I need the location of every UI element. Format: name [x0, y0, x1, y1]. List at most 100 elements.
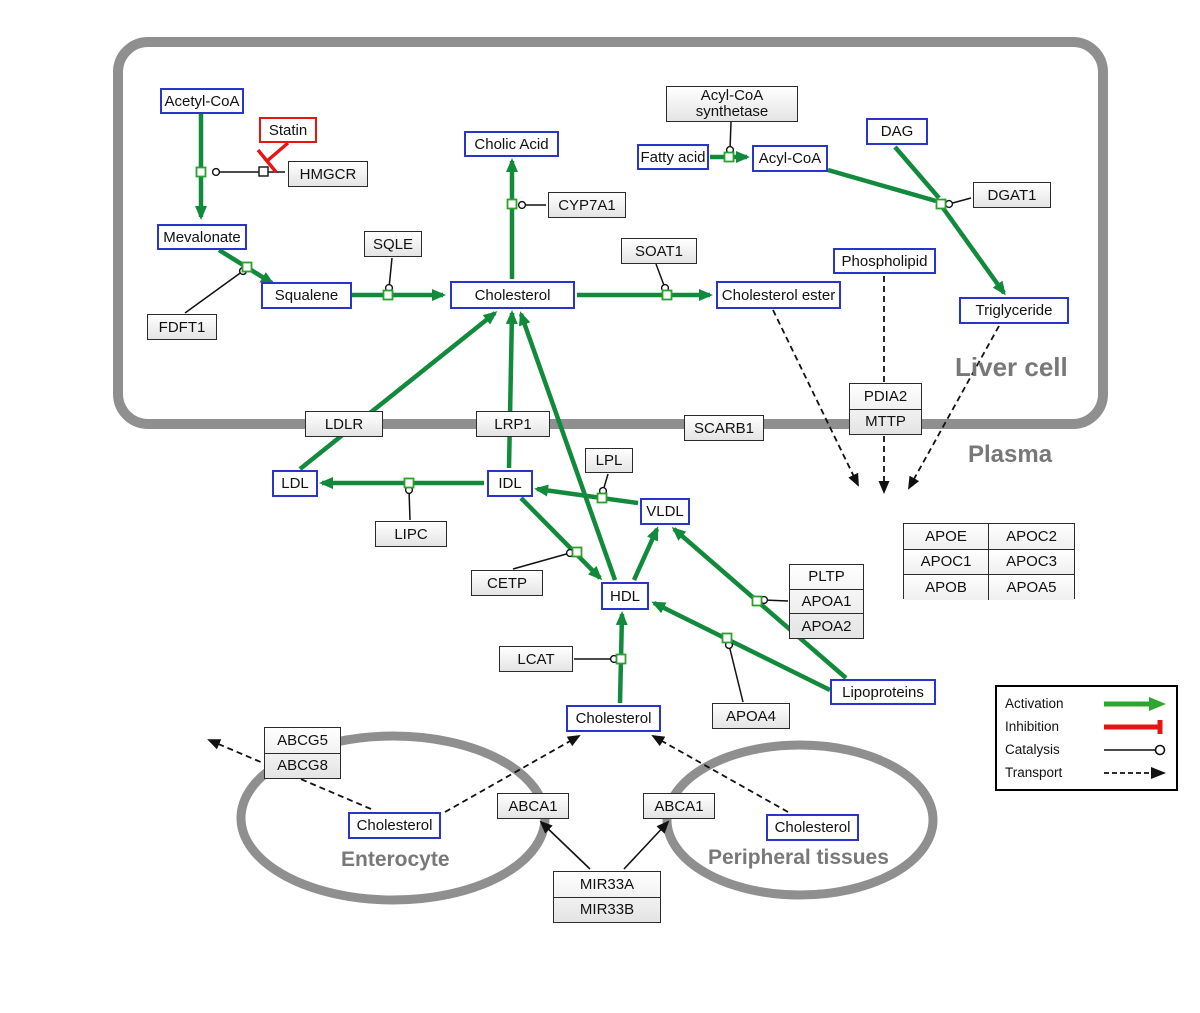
- liver-cell-membrane: [113, 37, 1108, 429]
- catalysis-pltp-apoa: [759, 595, 789, 605]
- node-abcg5-abcg8[interactable]: ABCG5 ABCG8: [264, 727, 341, 779]
- node-pdia2[interactable]: PDIA2: [863, 387, 908, 405]
- node-cyp7a1[interactable]: CYP7A1: [548, 192, 626, 218]
- node-apoc1[interactable]: APOC1: [904, 549, 989, 576]
- node-squalene[interactable]: Squalene: [261, 282, 352, 309]
- node-acetyl-coa[interactable]: Acetyl-CoA: [160, 88, 244, 114]
- catalysis-apoa4: [724, 640, 744, 703]
- node-cholesterol-liver[interactable]: Cholesterol: [450, 281, 575, 309]
- node-abca1-enterocyte[interactable]: ABCA1: [497, 793, 569, 819]
- transport-peripheral-cholesterol-plasma: [651, 735, 789, 813]
- legend-transport-label: Transport: [1005, 765, 1063, 780]
- node-soat1[interactable]: SOAT1: [621, 238, 697, 264]
- node-apoc2[interactable]: APOC2: [989, 524, 1074, 550]
- plasma-label: Plasma: [968, 441, 1053, 468]
- node-hdl[interactable]: HDL: [601, 582, 649, 610]
- node-fdft1[interactable]: FDFT1: [147, 314, 217, 340]
- transport-enterocyte-cholesterol-plasma: [444, 735, 581, 813]
- node-pltp[interactable]: PLTP: [808, 568, 845, 586]
- node-triglyceride[interactable]: Triglyceride: [959, 297, 1069, 324]
- node-lcat[interactable]: LCAT: [499, 646, 573, 672]
- node-acyl-coa-synthetase[interactable]: Acyl-CoA synthetase: [666, 86, 798, 122]
- node-acyl-coa[interactable]: Acyl-CoA: [752, 145, 828, 172]
- legend-row-inhibition: Inhibition: [1005, 715, 1168, 738]
- node-mir33a[interactable]: MIR33A: [579, 875, 635, 893]
- node-scarb1[interactable]: SCARB1: [684, 415, 764, 441]
- statin-inhibition-line: [265, 141, 290, 163]
- node-cholesterol-ester[interactable]: Cholesterol ester: [716, 281, 841, 309]
- node-cholesterol-enterocyte[interactable]: Cholesterol: [348, 812, 441, 839]
- node-phospholipid[interactable]: Phospholipid: [833, 248, 936, 274]
- node-apoc3[interactable]: APOC3: [989, 549, 1074, 576]
- node-cholic-acid[interactable]: Cholic Acid: [464, 131, 559, 157]
- edge-acylcoa-dgat1node: [827, 167, 937, 204]
- node-lpl[interactable]: LPL: [585, 448, 633, 473]
- catalysis-edges: [184, 121, 972, 703]
- node-apoa4[interactable]: APOA4: [712, 703, 790, 729]
- legend-inhibition-label: Inhibition: [1005, 719, 1060, 734]
- node-abcg8[interactable]: ABCG8: [265, 752, 340, 779]
- edge-dag-dgat1node: [893, 145, 941, 200]
- activation-arrow-icon: [1104, 696, 1166, 711]
- edge-idl-hdl-cetp: [519, 496, 603, 581]
- legend: Activation Inhibition Catalysis Transpor…: [995, 685, 1178, 791]
- node-sqle[interactable]: SQLE: [364, 231, 422, 257]
- edge-ldl-cholesterol-ldlr: [298, 311, 498, 471]
- node-lipoproteins[interactable]: Lipoproteins: [830, 679, 936, 705]
- node-hmgcr[interactable]: HMGCR: [288, 161, 368, 187]
- acyl-coa-synthetase-line2: synthetase: [695, 103, 769, 120]
- catalysis-fdft1: [184, 266, 248, 314]
- node-apoa5[interactable]: APOA5: [989, 575, 1074, 600]
- catalysis-dgat1: [944, 197, 972, 209]
- inhibition-tbar-icon: [1104, 719, 1163, 734]
- node-abca1-peripheral[interactable]: ABCA1: [643, 793, 715, 819]
- node-idl[interactable]: IDL: [487, 470, 533, 497]
- edge-lipoproteins-hdl: [651, 600, 831, 693]
- liver-cell-label: Liver cell: [955, 352, 1068, 382]
- node-dag[interactable]: DAG: [866, 118, 928, 145]
- node-apob[interactable]: APOB: [904, 575, 989, 600]
- transport-cholesterolester-plasma: [772, 309, 859, 487]
- transport-triglyceride-plasma: [908, 325, 1000, 490]
- node-pltp-apoa1-apoa2[interactable]: PLTP APOA1 APOA2: [789, 564, 864, 639]
- edge-hdl-cholesterol: [518, 311, 618, 581]
- node-apoe[interactable]: APOE: [904, 524, 989, 550]
- node-mttp[interactable]: MTTP: [850, 408, 921, 435]
- node-cholesterol-peripheral[interactable]: Cholesterol: [766, 814, 859, 841]
- legend-row-catalysis: Catalysis: [1005, 738, 1168, 761]
- node-apoa2[interactable]: APOA2: [790, 613, 863, 638]
- legend-activation-label: Activation: [1005, 696, 1064, 711]
- legend-row-activation: Activation: [1005, 692, 1168, 715]
- enterocyte-label: Enterocyte: [341, 848, 450, 871]
- catalysis-lipc: [404, 485, 414, 521]
- apolipoprotein-table: APOE APOC2 APOC1 APOC3 APOB APOA5: [903, 523, 1075, 600]
- node-statin[interactable]: Statin: [259, 117, 317, 143]
- catalysis-cetp: [512, 548, 575, 570]
- node-dgat1[interactable]: DGAT1: [973, 182, 1051, 208]
- transport-dashed-arrow-icon: [1104, 766, 1166, 779]
- node-ldlr[interactable]: LDLR: [305, 411, 383, 437]
- node-cetp[interactable]: CETP: [471, 570, 543, 596]
- activation-edges: [195, 114, 1006, 704]
- statin-inhibition-bar: [256, 148, 278, 174]
- node-vldl[interactable]: VLDL: [640, 498, 690, 525]
- node-lipc[interactable]: LIPC: [375, 521, 447, 547]
- node-lrp1[interactable]: LRP1: [476, 411, 550, 437]
- legend-row-transport: Transport: [1005, 761, 1168, 784]
- node-ldl[interactable]: LDL: [272, 470, 318, 497]
- catalysis-acylcoa-synthetase: [725, 121, 735, 155]
- node-abcg5[interactable]: ABCG5: [277, 731, 328, 749]
- node-pdia2-mttp[interactable]: PDIA2 MTTP: [849, 383, 922, 435]
- peripheral-tissues-label: Peripheral tissues: [708, 846, 889, 869]
- node-mir33a-mir33b[interactable]: MIR33A MIR33B: [553, 871, 661, 923]
- node-mir33b[interactable]: MIR33B: [554, 896, 660, 923]
- catalysis-circle-icon: [1104, 744, 1166, 755]
- node-cholesterol-plasma[interactable]: Cholesterol: [566, 705, 661, 732]
- node-fatty-acid[interactable]: Fatty acid: [637, 144, 709, 170]
- node-apoa1[interactable]: APOA1: [790, 588, 863, 614]
- node-mevalonate[interactable]: Mevalonate: [157, 224, 247, 250]
- legend-catalysis-label: Catalysis: [1005, 742, 1060, 757]
- catalysis-sqle: [384, 257, 394, 293]
